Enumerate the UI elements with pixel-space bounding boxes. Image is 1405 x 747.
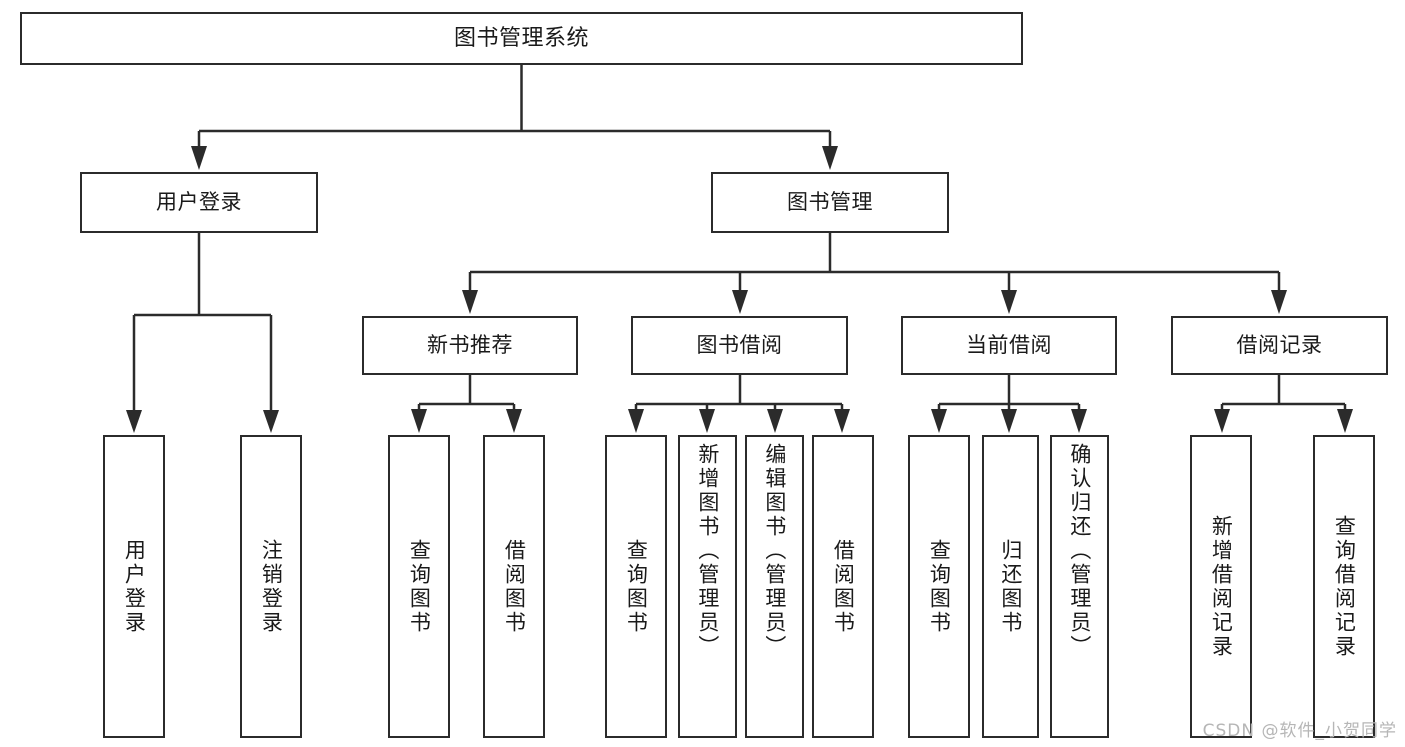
arrow-borrow bbox=[732, 290, 748, 314]
node-root[interactable]: 图书管理系统 bbox=[20, 12, 1023, 65]
node-new-book-recommend-label: 新书推荐 bbox=[427, 333, 513, 358]
leaf-br-add-record[interactable]: 新增借阅记录 bbox=[1190, 435, 1252, 738]
arrow-b-edit bbox=[767, 409, 783, 433]
leaf-br-add-record-label: 新增借阅记录 bbox=[1209, 514, 1234, 659]
node-borrow-records[interactable]: 借阅记录 bbox=[1171, 316, 1388, 375]
leaf-nb-borrow-book-label: 借阅图书 bbox=[502, 538, 527, 635]
node-new-book-recommend[interactable]: 新书推荐 bbox=[362, 316, 578, 375]
leaf-cb-confirm-return-label: 确认归还（管理员） bbox=[1067, 443, 1092, 659]
arrow-c-confirm bbox=[1071, 409, 1087, 433]
arrow-b-query bbox=[628, 409, 644, 433]
node-book-borrow-label: 图书借阅 bbox=[696, 333, 783, 358]
leaf-br-query-record-label: 查询借阅记录 bbox=[1332, 514, 1357, 659]
arrow-c-query bbox=[931, 409, 947, 433]
leaf-bb-query-book-label: 查询图书 bbox=[624, 538, 649, 635]
arrow-b-lend bbox=[834, 409, 850, 433]
arrow-book-mgmt bbox=[822, 146, 838, 170]
leaf-br-query-record[interactable]: 查询借阅记录 bbox=[1313, 435, 1375, 738]
leaf-cb-query-book[interactable]: 查询图书 bbox=[908, 435, 970, 738]
arrow-nb-query bbox=[411, 409, 427, 433]
leaf-user-login[interactable]: 用户登录 bbox=[103, 435, 165, 738]
node-book-management-label: 图书管理 bbox=[787, 190, 873, 215]
arrow-r-query bbox=[1337, 409, 1353, 433]
leaf-bb-lend-book[interactable]: 借阅图书 bbox=[812, 435, 874, 738]
leaf-bb-query-book[interactable]: 查询图书 bbox=[605, 435, 667, 738]
leaf-nb-query-book[interactable]: 查询图书 bbox=[388, 435, 450, 738]
node-current-borrow-label: 当前借阅 bbox=[966, 333, 1052, 358]
leaf-cb-return-book[interactable]: 归还图书 bbox=[982, 435, 1039, 738]
arrow-new-books bbox=[462, 290, 478, 314]
node-user-login-label: 用户登录 bbox=[156, 190, 242, 215]
arrow-c-return bbox=[1001, 409, 1017, 433]
leaf-bb-lend-book-label: 借阅图书 bbox=[831, 538, 856, 635]
leaf-cb-return-book-label: 归还图书 bbox=[998, 538, 1023, 635]
node-root-label: 图书管理系统 bbox=[453, 25, 589, 51]
arrow-leaf-logout bbox=[263, 410, 279, 433]
arrow-records bbox=[1271, 290, 1287, 314]
leaf-bb-add-book-label: 新增图书（管理员） bbox=[695, 443, 720, 659]
leaf-logout-label: 注销登录 bbox=[259, 538, 284, 635]
leaf-cb-confirm-return[interactable]: 确认归还（管理员） bbox=[1050, 435, 1109, 738]
leaf-cb-query-book-label: 查询图书 bbox=[927, 538, 952, 635]
arrow-leaf-user-login bbox=[126, 410, 142, 433]
leaf-nb-query-book-label: 查询图书 bbox=[407, 538, 432, 635]
node-borrow-records-label: 借阅记录 bbox=[1236, 333, 1323, 358]
leaf-nb-borrow-book[interactable]: 借阅图书 bbox=[483, 435, 545, 738]
arrow-current bbox=[1001, 290, 1017, 314]
arrow-user-login bbox=[191, 146, 207, 170]
arrow-nb-borrow bbox=[506, 409, 522, 433]
node-book-management[interactable]: 图书管理 bbox=[711, 172, 949, 233]
arrow-r-add bbox=[1214, 409, 1230, 433]
leaf-logout[interactable]: 注销登录 bbox=[240, 435, 302, 738]
leaf-user-login-label: 用户登录 bbox=[122, 538, 147, 635]
node-current-borrow[interactable]: 当前借阅 bbox=[901, 316, 1117, 375]
leaf-bb-edit-book[interactable]: 编辑图书（管理员） bbox=[745, 435, 804, 738]
arrow-b-add bbox=[699, 409, 715, 433]
node-book-borrow[interactable]: 图书借阅 bbox=[631, 316, 848, 375]
watermark: CSDN @软件_小贺同学 bbox=[1202, 721, 1397, 741]
leaf-bb-add-book[interactable]: 新增图书（管理员） bbox=[678, 435, 737, 738]
node-user-login[interactable]: 用户登录 bbox=[80, 172, 318, 233]
leaf-bb-edit-book-label: 编辑图书（管理员） bbox=[762, 443, 787, 659]
